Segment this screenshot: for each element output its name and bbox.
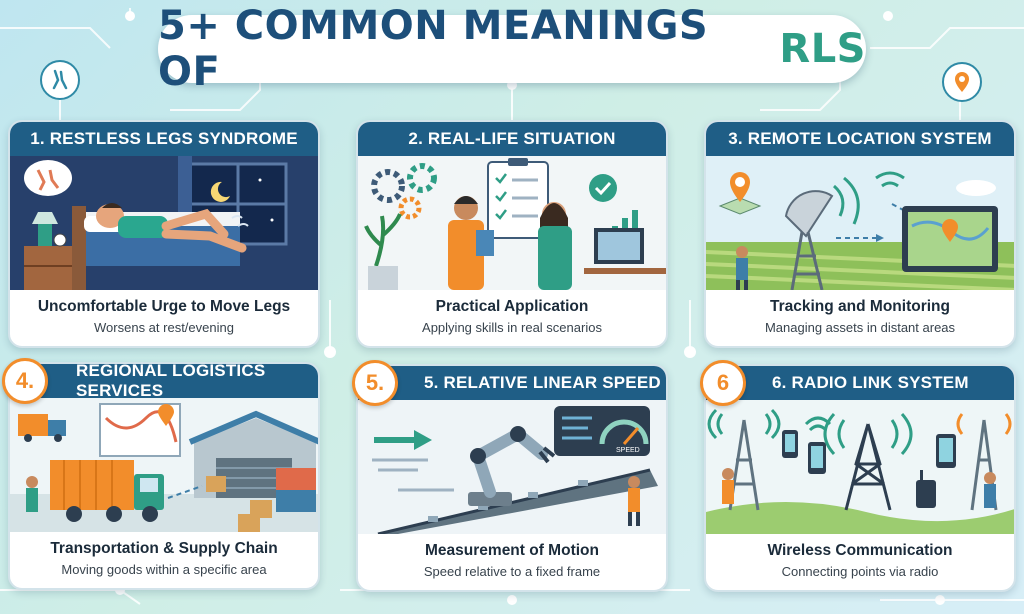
card-subtext: Speed relative to a fixed frame: [423, 564, 601, 579]
page-title: 5+ COMMON MEANINGS OF RLS: [158, 3, 866, 95]
card-heading: REGIONAL LOGISTICS SERVICES: [10, 364, 318, 400]
number-badge-5: 5.: [352, 360, 398, 406]
card-heading: 6. RADIO LINK SYSTEM: [706, 366, 1014, 400]
title-main: 5+ COMMON MEANINGS OF: [158, 3, 709, 95]
card-relative-linear-speed[interactable]: 5. RELATIVE LINEAR SPEED SPEED Measureme…: [356, 364, 668, 592]
card-headline: Measurement of Motion: [425, 542, 599, 559]
card-restless-legs-syndrome[interactable]: 1. RESTLESS LEGS SYNDROME: [8, 120, 320, 348]
card-subtext: Managing assets in distant areas: [764, 320, 956, 335]
card-headline: Transportation & Supply Chain: [50, 540, 278, 557]
location-pin-corner-icon: [942, 62, 982, 102]
card-radio-link-system[interactable]: 6. RADIO LINK SYSTEM Wireless Communicat…: [704, 364, 1016, 592]
card-heading: 2. REAL-LIFE SITUATION: [358, 122, 666, 156]
legs-corner-icon: [40, 60, 80, 100]
office-scene-icon: [358, 156, 666, 290]
card-subtext: Moving goods within a specific area: [61, 562, 267, 577]
card-headline: Practical Application: [435, 298, 589, 315]
card-subtext: Connecting points via radio: [781, 564, 939, 579]
satellite-scene-icon: [706, 156, 1014, 290]
card-regional-logistics-services[interactable]: REGIONAL LOGISTICS SERVICES: [8, 362, 320, 590]
number-badge-6: 6: [700, 360, 746, 406]
card-heading: 1. RESTLESS LEGS SYNDROME: [10, 122, 318, 156]
card-subtext: Worsens at rest/evening: [94, 320, 234, 335]
number-badge-4: 4.: [2, 358, 48, 404]
card-headline: Wireless Communication: [767, 542, 953, 559]
title-accent: RLS: [779, 26, 866, 72]
card-subtext: Applying skills in real scenarios: [422, 320, 602, 335]
card-remote-location-system[interactable]: 3. REMOTE LOCATION SYSTEM Trac: [704, 120, 1016, 348]
card-heading: 5. RELATIVE LINEAR SPEED: [358, 366, 666, 400]
card-real-life-situation[interactable]: 2. REAL-LIFE SITUATION Pract: [356, 120, 668, 348]
card-headline: Tracking and Monitoring: [770, 298, 950, 315]
bed-scene-icon: [10, 156, 318, 290]
card-headline: Uncomfortable Urge to Move Legs: [37, 298, 291, 315]
gauge-label: SPEED: [616, 447, 640, 454]
radio-tower-scene-icon: [706, 400, 1014, 534]
robot-arm-scene-icon: SPEED: [358, 400, 666, 534]
card-heading: 3. REMOTE LOCATION SYSTEM: [706, 122, 1014, 156]
truck-scene-icon: [10, 398, 318, 532]
